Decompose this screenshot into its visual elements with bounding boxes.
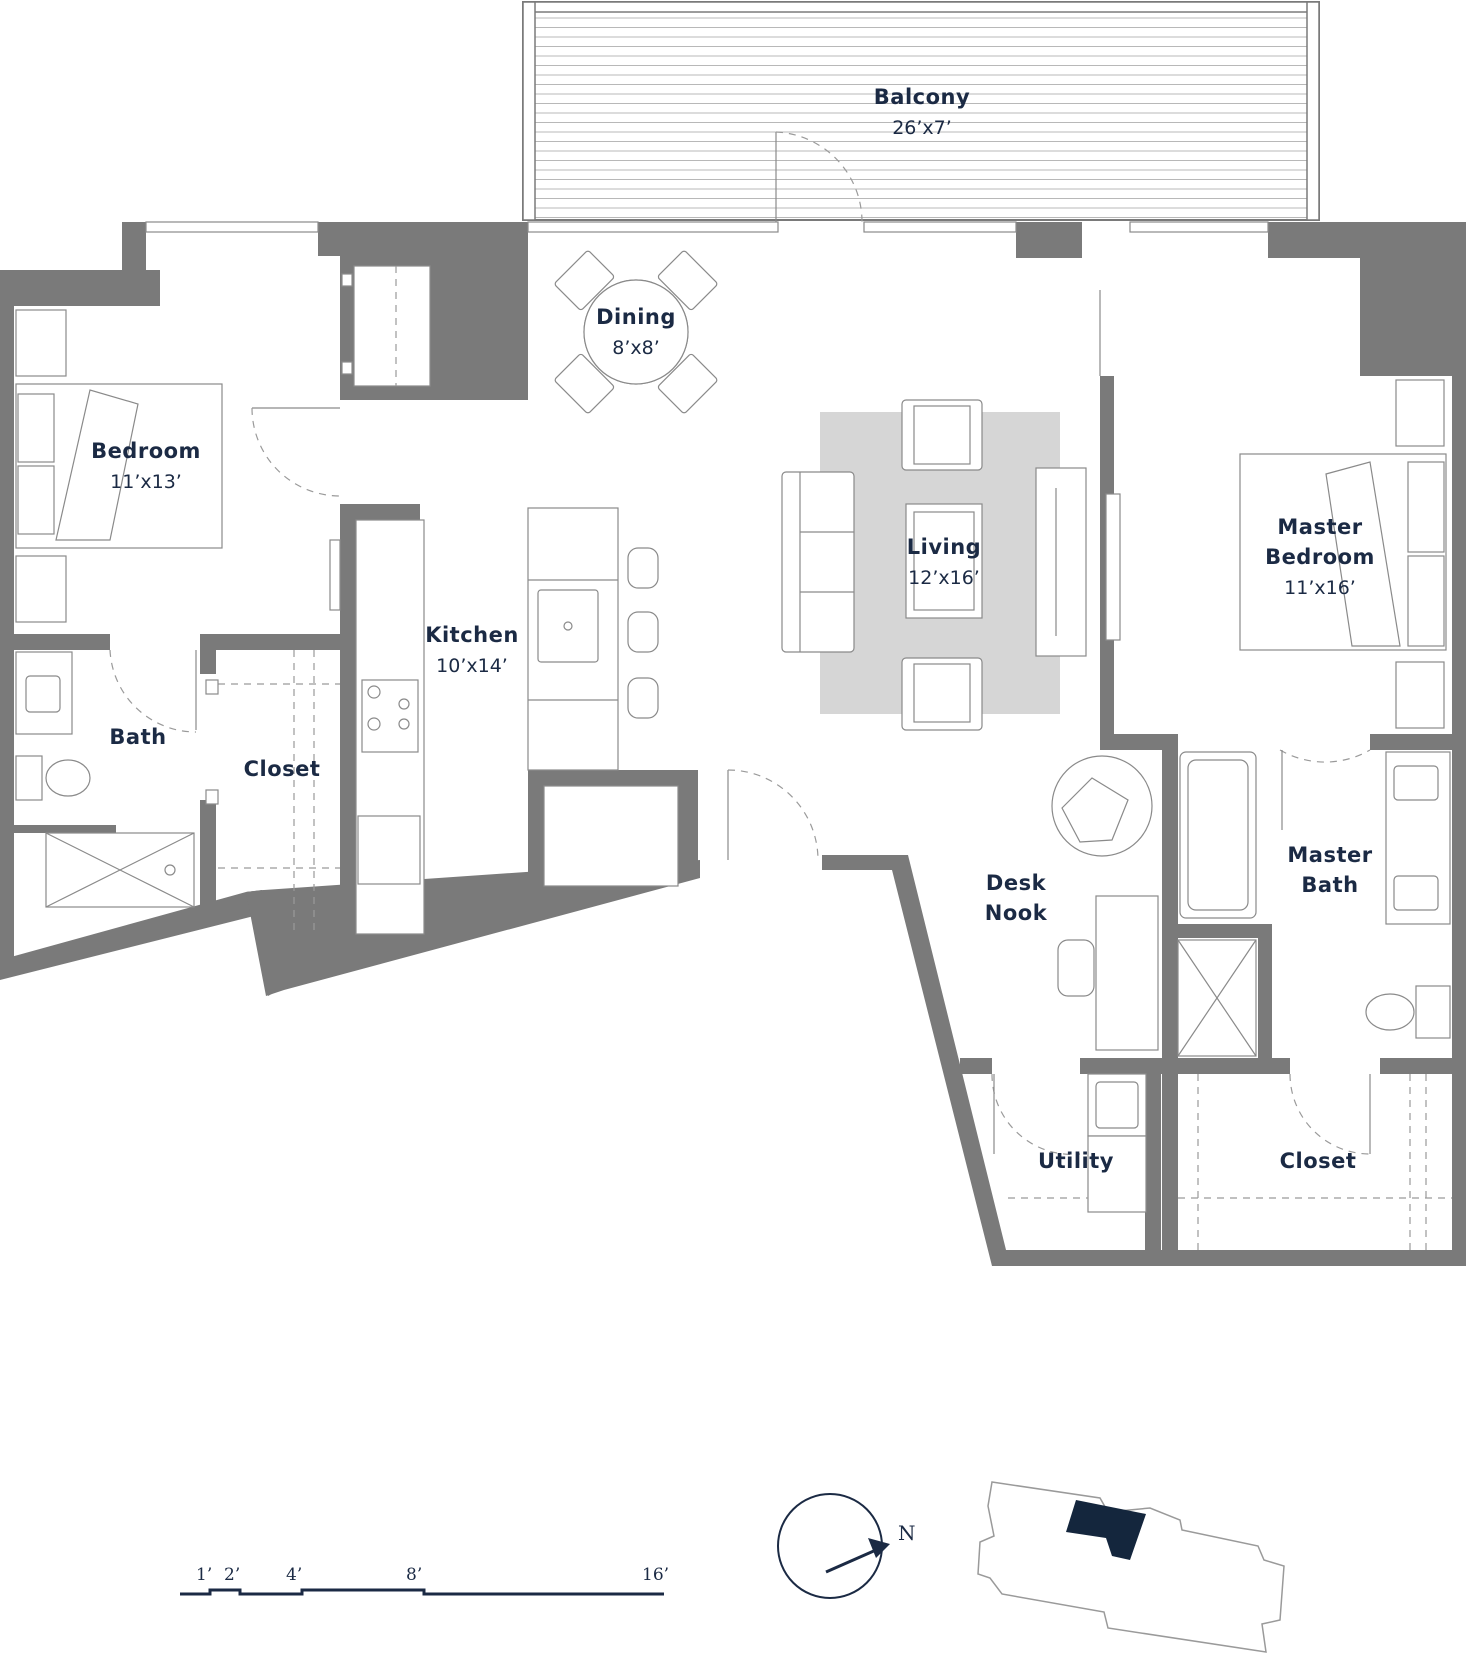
scale-bar: 1’ 2’ 4’ 8’ 16’: [180, 1565, 669, 1596]
kitchen-label: Kitchen: [425, 623, 519, 647]
living-dims: 12’x16’: [908, 567, 980, 589]
kitchen-dims: 10’x14’: [436, 655, 508, 677]
utility-label: Utility: [1038, 1149, 1114, 1173]
scale-label-2: 2’: [224, 1565, 240, 1585]
building-key-plan-icon: [977, 1481, 1285, 1653]
desk-nook-label-line1: Desk: [986, 871, 1047, 895]
scale-label-1: 1’: [196, 1565, 212, 1585]
balcony-dims: 26’x7’: [892, 117, 952, 139]
desk-nook-label-line2: Nook: [985, 901, 1048, 925]
bedroom-dims: 11’x13’: [110, 471, 182, 493]
north-arrow-icon: N: [777, 1493, 916, 1599]
room-labels: Balcony 26’x7’ Dining 8’x8’ Bedroom 11’x…: [91, 85, 1375, 1173]
scale-label-8: 8’: [406, 1565, 422, 1585]
scale-label-4: 4’: [286, 1565, 302, 1585]
living-label: Living: [907, 535, 981, 559]
master-bath-label-line1: Master: [1287, 843, 1372, 867]
door-swings: [109, 131, 1371, 1155]
closet-left-label: Closet: [244, 757, 321, 781]
furniture: [15, 250, 1452, 1250]
dining-label: Dining: [596, 305, 676, 329]
master-bath-label-line2: Bath: [1301, 873, 1358, 897]
bedroom-label: Bedroom: [91, 439, 201, 463]
bath-label: Bath: [109, 725, 166, 749]
balcony-label: Balcony: [874, 85, 970, 109]
scale-label-16: 16’: [642, 1565, 669, 1585]
walls: [0, 221, 1466, 1266]
closet-right-label: Closet: [1280, 1149, 1357, 1173]
north-label: N: [898, 1521, 916, 1545]
master-bedroom-label-line1: Master: [1277, 515, 1362, 539]
dining-dims: 8’x8’: [612, 337, 660, 359]
master-bedroom-dims: 11’x16’: [1284, 577, 1356, 599]
balcony-area: [522, 1, 1320, 221]
master-bedroom-label-line2: Bedroom: [1265, 545, 1375, 569]
